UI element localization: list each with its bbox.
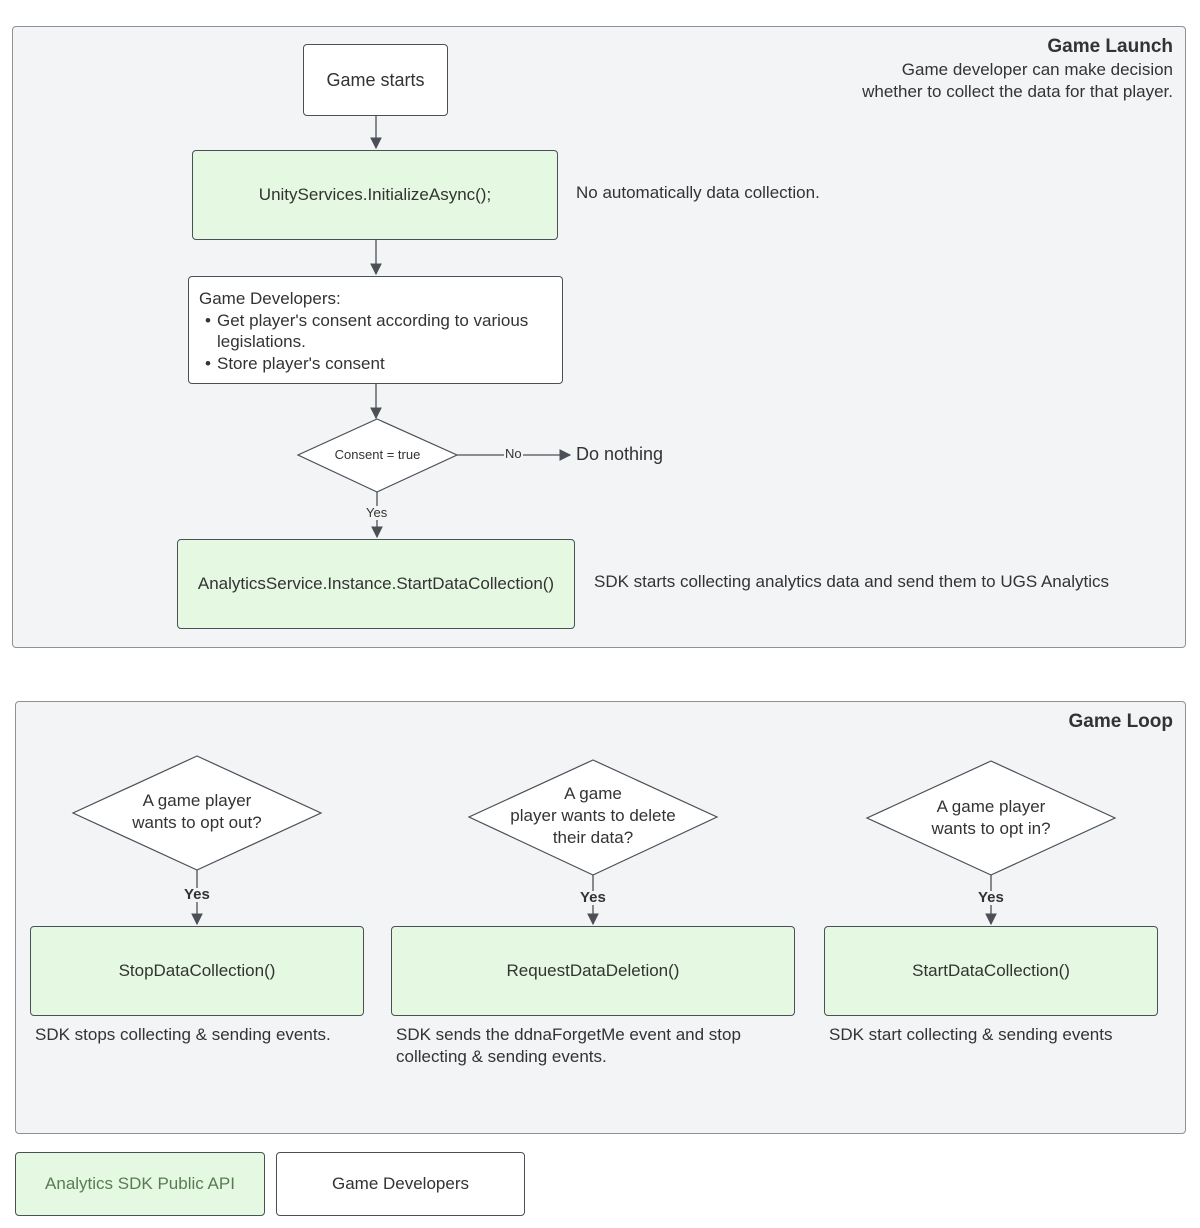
game-loop-title: Game Loop (1068, 711, 1173, 732)
init-note: No automatically data collection. (576, 183, 820, 202)
consent-box-item: Store player's consent (205, 353, 552, 375)
delete-yes-label: Yes (579, 889, 607, 906)
opt-in-question-line: A game player (936, 797, 1046, 816)
opt-out-yes-label: Yes (183, 886, 211, 903)
opt-out-question: A game player wants to opt out? (107, 789, 287, 835)
yes-edge-label: Yes (365, 505, 389, 520)
stop-collection-note: SDK stops collecting & sending events. (35, 1025, 331, 1044)
start-data-collection-loop-node[interactable]: StartDataCollection() (824, 926, 1158, 1016)
game-launch-subtitle-line1: Game developer can make decision (901, 60, 1173, 79)
consent-decision-label: Consent = true (334, 447, 421, 462)
opt-in-question: A game player wants to opt in? (901, 795, 1081, 841)
game-launch-title: Game Launch (1047, 36, 1173, 57)
start-collection-loop-note: SDK start collecting & sending events (829, 1025, 1113, 1044)
request-data-deletion-node[interactable]: RequestDataDeletion() (391, 926, 795, 1016)
initialize-async-node[interactable]: UnityServices.InitializeAsync(); (192, 150, 558, 240)
game-launch-subtitle-line2: whether to collect the data for that pla… (862, 82, 1173, 101)
no-edge-label: No (504, 446, 523, 461)
start-collection-note: SDK starts collecting analytics data and… (594, 572, 1109, 591)
opt-in-question-line: wants to opt in? (931, 819, 1051, 838)
request-deletion-note: SDK sends the ddnaForgetMe event and sto… (396, 1025, 741, 1066)
delete-question-line: their data? (552, 828, 634, 847)
delete-question-line: player wants to delete (510, 806, 676, 825)
consent-box-item: Get player's consent according to variou… (205, 310, 552, 353)
do-nothing-label: Do nothing (576, 444, 664, 464)
opt-out-question-line: A game player (142, 791, 252, 810)
opt-in-yes-label: Yes (977, 889, 1005, 906)
consent-decision-diamond (296, 418, 459, 493)
delete-question-line: A game (564, 784, 622, 803)
delete-question: A game player wants to delete their data… (493, 782, 693, 850)
game-starts-node[interactable]: Game starts (303, 44, 448, 116)
start-data-collection-node[interactable]: AnalyticsService.Instance.StartDataColle… (177, 539, 575, 629)
legend-dev: Game Developers (276, 1152, 525, 1216)
opt-out-question-line: wants to opt out? (132, 813, 262, 832)
game-developers-consent-box[interactable]: Game Developers: Get player's consent ac… (188, 276, 563, 384)
consent-box-heading: Game Developers: (199, 289, 341, 308)
legend-api: Analytics SDK Public API (15, 1152, 265, 1216)
consent-box-list: Get player's consent according to variou… (199, 310, 552, 375)
stop-data-collection-node[interactable]: StopDataCollection() (30, 926, 364, 1016)
